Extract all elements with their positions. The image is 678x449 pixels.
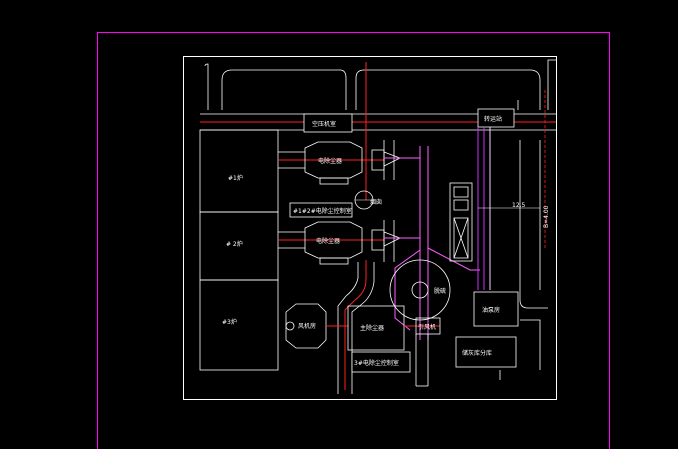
desulfurization-tower	[449, 182, 473, 262]
road-outlines	[204, 59, 556, 380]
esp-control-room-12	[289, 202, 353, 218]
compressor-room-label: 空压机室	[312, 120, 336, 128]
boiler-3-label: #3炉	[222, 318, 237, 326]
esp-1	[304, 141, 363, 185]
boiler-2-label: # 2炉	[226, 240, 243, 248]
esp-control-room-3-label: 3#电除尘控制室	[354, 359, 399, 367]
transfer-station	[477, 108, 515, 128]
boiler-1-label: #1炉	[228, 174, 243, 182]
desulfurization-label: 脱硫	[434, 287, 446, 295]
boiler-block	[199, 129, 279, 371]
ash-storage-label: 储灰库分库	[462, 349, 492, 357]
boiler-ducts	[278, 151, 305, 249]
cyclone	[389, 259, 451, 321]
pump-house	[473, 291, 519, 327]
esp-2	[304, 221, 363, 265]
esp-1-label: 电除尘器	[318, 157, 342, 165]
road-width-label: B=4.00	[543, 205, 550, 228]
ash-storage	[455, 336, 517, 368]
induced-fan-label: 引风机	[418, 323, 436, 331]
fan-room-label: 风机房	[298, 322, 316, 330]
slope-label: 12.5	[512, 202, 526, 209]
main-flue-outline-right	[351, 262, 375, 394]
main-dust-collector	[347, 305, 405, 351]
esp-control-room-12-label: #1#2#电除尘控制室	[293, 207, 352, 215]
conveyor	[477, 127, 491, 290]
fan-room	[285, 303, 327, 349]
pump-house-label: 油泵房	[482, 306, 500, 314]
esp-control-room-3	[351, 351, 411, 373]
main-flue-outline-left	[337, 262, 359, 394]
transfer-station-label: 转运站	[484, 115, 502, 123]
sheet-border	[97, 32, 610, 449]
compressor-room	[303, 113, 353, 133]
pink-ducts	[384, 146, 480, 340]
main-dust-collector-label: 主除尘器	[360, 324, 384, 332]
drawing-frame	[183, 56, 557, 400]
bottom-ducts	[415, 334, 429, 387]
main-flue	[344, 260, 367, 390]
chimney-label: 烟囱	[370, 198, 382, 206]
esp-2-label: 电除尘器	[316, 237, 340, 245]
